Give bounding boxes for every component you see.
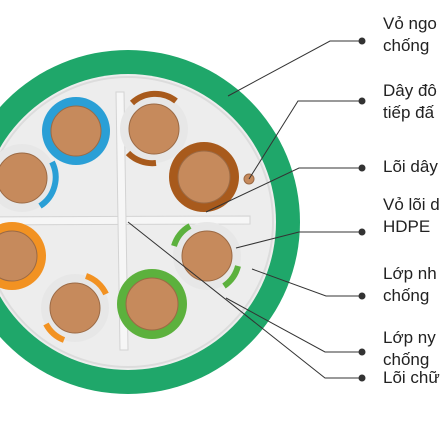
callout-aluminium-foil: Lớp nh chống (383, 263, 437, 307)
callout-drain-wire-line2: tiếp đấ (383, 103, 435, 122)
leader-line-drain-wire (248, 97, 366, 180)
callout-drain-wire: Dây đô tiếp đấ (383, 80, 437, 124)
callout-aluminium-foil-line2: chống (383, 286, 430, 305)
callout-conductor-line1: Lõi dây (383, 157, 438, 176)
callout-conductor: Lõi dây (383, 156, 438, 178)
leader-line-nylon-layer (225, 297, 366, 356)
callout-aluminium-foil-line1: Lớp nh (383, 264, 437, 283)
callout-outer-jacket-line2: chống (383, 36, 430, 55)
wire-brown-solid (169, 142, 239, 212)
callout-outer-jacket: Vỏ ngo chống (383, 13, 437, 57)
leader-line-hdpe-insulation (235, 228, 366, 249)
wire-orange-white (41, 273, 109, 343)
wire-blue-white (0, 144, 59, 212)
callout-nylon-layer-line1: Lớp ny (383, 328, 436, 347)
callout-nylon-layer: Lớp ny chống (383, 327, 436, 371)
leader-line-aluminium-foil (251, 268, 366, 300)
wire-brown-white (120, 90, 188, 167)
callout-cross-filler: Lõi chữ (383, 367, 440, 389)
wire-green-white (171, 222, 241, 290)
callout-hdpe-insulation: Vỏ lõi d HDPE (383, 194, 440, 238)
leader-line-outer-jacket (227, 37, 366, 97)
wire-orange-solid (0, 222, 46, 290)
callout-cross-filler-line1: Lõi chữ (383, 368, 440, 387)
inner-sheath-border (0, 76, 274, 368)
wire-blue-solid (42, 97, 110, 165)
callout-hdpe-insulation-line1: Vỏ lõi d (383, 195, 440, 214)
callout-hdpe-insulation-line2: HDPE (383, 217, 431, 236)
wire-green-solid (117, 269, 187, 339)
leader-line-conductor (205, 164, 366, 213)
callout-drain-wire-line1: Dây đô (383, 81, 437, 100)
callout-outer-jacket-line1: Vỏ ngo (383, 14, 437, 33)
leader-line-cross-filler (127, 221, 366, 382)
callout-nylon-layer-line2: chống (383, 350, 430, 369)
